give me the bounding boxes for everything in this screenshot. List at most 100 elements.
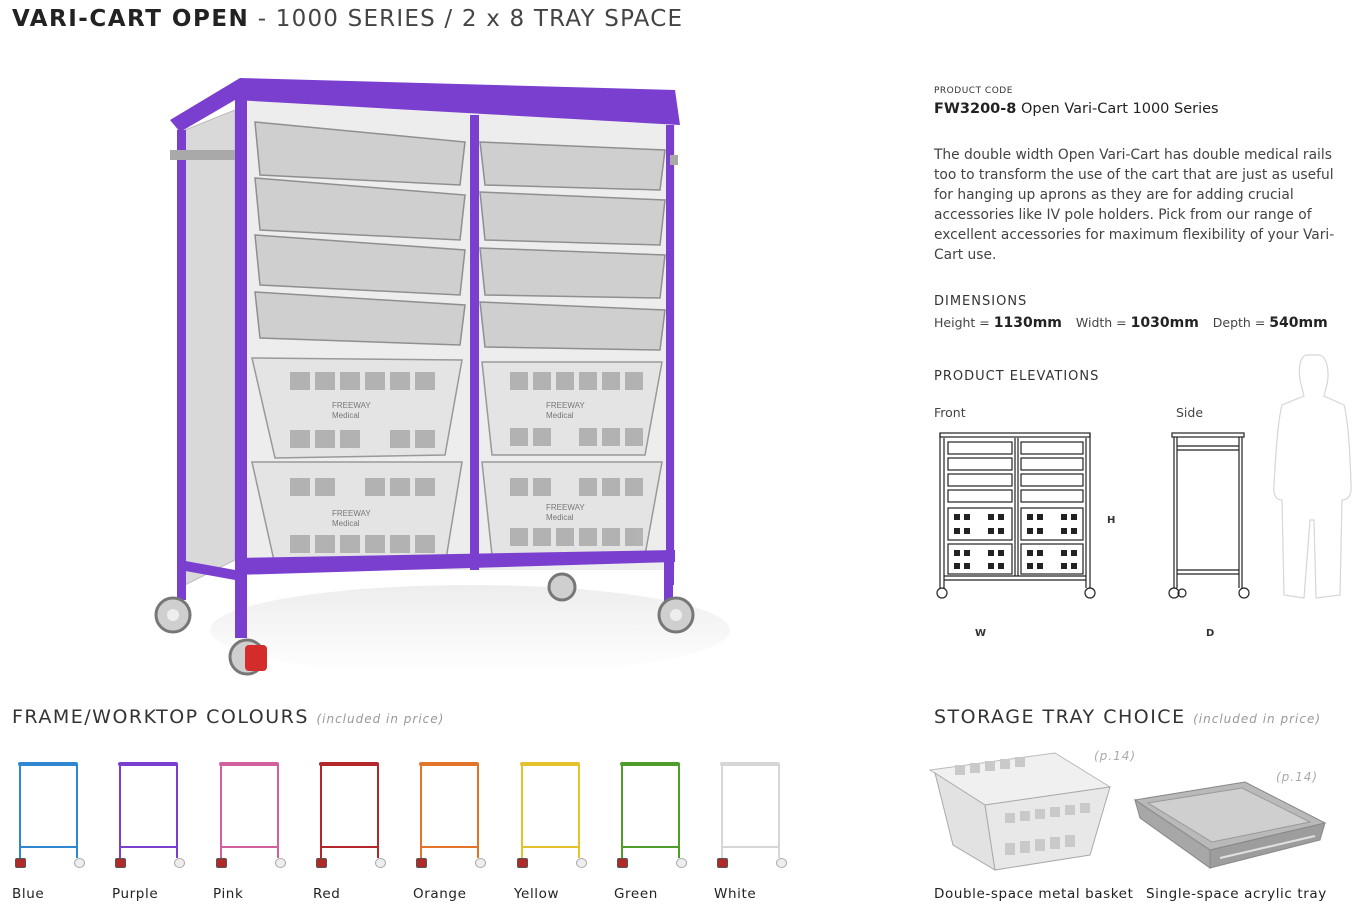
brake-wheel-icon [416,858,427,868]
basket-page-ref: (p.14) [1094,749,1137,763]
swatch-worktop [720,762,780,766]
brake-wheel-icon [115,858,126,868]
swatch-leg [220,764,222,858]
title-series: - 1000 SERIES / 2 x 8 TRAY SPACE [249,6,684,32]
colour-swatch-yellow[interactable] [514,760,594,872]
swatch-crossbar [220,846,279,848]
swatch-leg [420,764,422,858]
swatch-crossbar [621,846,680,848]
side-elevation-drawing [1168,432,1250,599]
colour-swatch-purple[interactable] [112,760,192,872]
title-product-name: VARI-CART OPEN [12,6,250,32]
swatch-worktop [520,762,580,766]
product-description: The double width Open Vari-Cart has doub… [934,147,1335,263]
acrylic-tray-image[interactable] [1130,778,1330,873]
swatch-leg [377,764,379,858]
depth-value: 540mm [1269,315,1328,331]
colour-label-pink: Pink [213,886,244,902]
product-code-label: PRODUCT CODE [934,86,1013,96]
brake-wheel-icon [15,858,26,868]
svg-text:Medical: Medical [332,411,360,420]
swatch-leg [521,764,523,858]
cart-wheels [154,572,695,676]
swatch-leg [678,764,680,858]
swatch-crossbar [320,846,379,848]
swatch-leg [477,764,479,858]
cart-frame [170,78,680,638]
wheel-icon [676,858,687,868]
colour-label-orange: Orange [413,886,467,902]
product-code-number: FW3200-8 [934,101,1017,117]
colour-swatch-green[interactable] [614,760,694,872]
height-marker: H [1107,515,1116,526]
swatch-leg [578,764,580,858]
wheel-icon [475,858,486,868]
swatch-leg [320,764,322,858]
swatch-leg [721,764,723,858]
colour-label-yellow: Yellow [514,886,560,902]
width-value: 1030mm [1130,315,1199,331]
svg-text:Medical: Medical [332,519,360,528]
colour-swatch-orange[interactable] [413,760,493,872]
wheel-icon [174,858,185,868]
swatch-leg [76,764,78,858]
colour-label-green: Green [614,886,658,902]
basket-label: Double-space metal basket [934,886,1134,902]
colour-label-purple: Purple [112,886,159,902]
wheel-icon [74,858,85,868]
svg-text:FREEWAY: FREEWAY [546,503,585,512]
product-code: FW3200-8 Open Vari-Cart 1000 Series [934,101,1219,117]
wheel-icon [375,858,386,868]
page-title: VARI-CART OPEN - 1000 SERIES / 2 x 8 TRA… [12,6,683,32]
wheel-icon [576,858,587,868]
svg-text:FREEWAY: FREEWAY [546,401,585,410]
swatch-leg [119,764,121,858]
swatch-worktop [219,762,279,766]
brake-wheel-icon [617,858,628,868]
colour-swatch-white[interactable] [714,760,794,872]
height-value: 1130mm [993,315,1062,331]
swatch-crossbar [721,846,780,848]
basket-brand-text: FREEWAY [332,401,371,410]
swatch-leg [778,764,780,858]
trays-note: (included in price) [1193,712,1322,726]
swatch-crossbar [119,846,178,848]
side-elevation-label: Side [1176,405,1204,420]
trays-heading: STORAGE TRAY CHOICE (included in price) [934,706,1322,728]
swatch-worktop [118,762,178,766]
dimensions-heading: DIMENSIONS [934,294,1028,309]
front-elevation-drawing [936,432,1096,599]
swatch-worktop [620,762,680,766]
swatch-leg [176,764,178,858]
brake-wheel-icon [517,858,528,868]
acrylic-tray-label: Single-space acrylic tray [1146,886,1327,902]
product-image-cart: FREEWAY Medical FREEWAY Medical FREEWAY … [154,78,730,676]
colour-swatch-blue[interactable] [12,760,92,872]
swatch-worktop [319,762,379,766]
colour-label-blue: Blue [12,886,45,902]
colour-label-red: Red [313,886,341,902]
wheel-icon [275,858,286,868]
svg-text:Medical: Medical [546,513,574,522]
swatch-worktop [419,762,479,766]
acrylic-trays [254,121,666,351]
front-elevation-label: Front [934,405,966,420]
wheel-icon [776,858,787,868]
colour-swatch-red[interactable] [313,760,393,872]
swatch-crossbar [420,846,479,848]
svg-text:Medical: Medical [546,411,574,420]
brake-wheel-icon [316,858,327,868]
metal-basket-image[interactable] [925,745,1115,875]
colour-swatch-pink[interactable] [213,760,293,872]
colour-label-white: White [714,886,757,902]
svg-text:FREEWAY: FREEWAY [332,509,371,518]
elevations-heading: PRODUCT ELEVATIONS [934,369,1100,384]
product-name: Open Vari-Cart 1000 Series [1016,101,1219,117]
colours-heading: FRAME/WORKTOP COLOURS (included in price… [12,706,445,728]
swatch-leg [19,764,21,858]
human-silhouette-icon [1273,354,1352,599]
swatch-leg [621,764,623,858]
brake-wheel-icon [717,858,728,868]
swatch-crossbar [19,846,78,848]
